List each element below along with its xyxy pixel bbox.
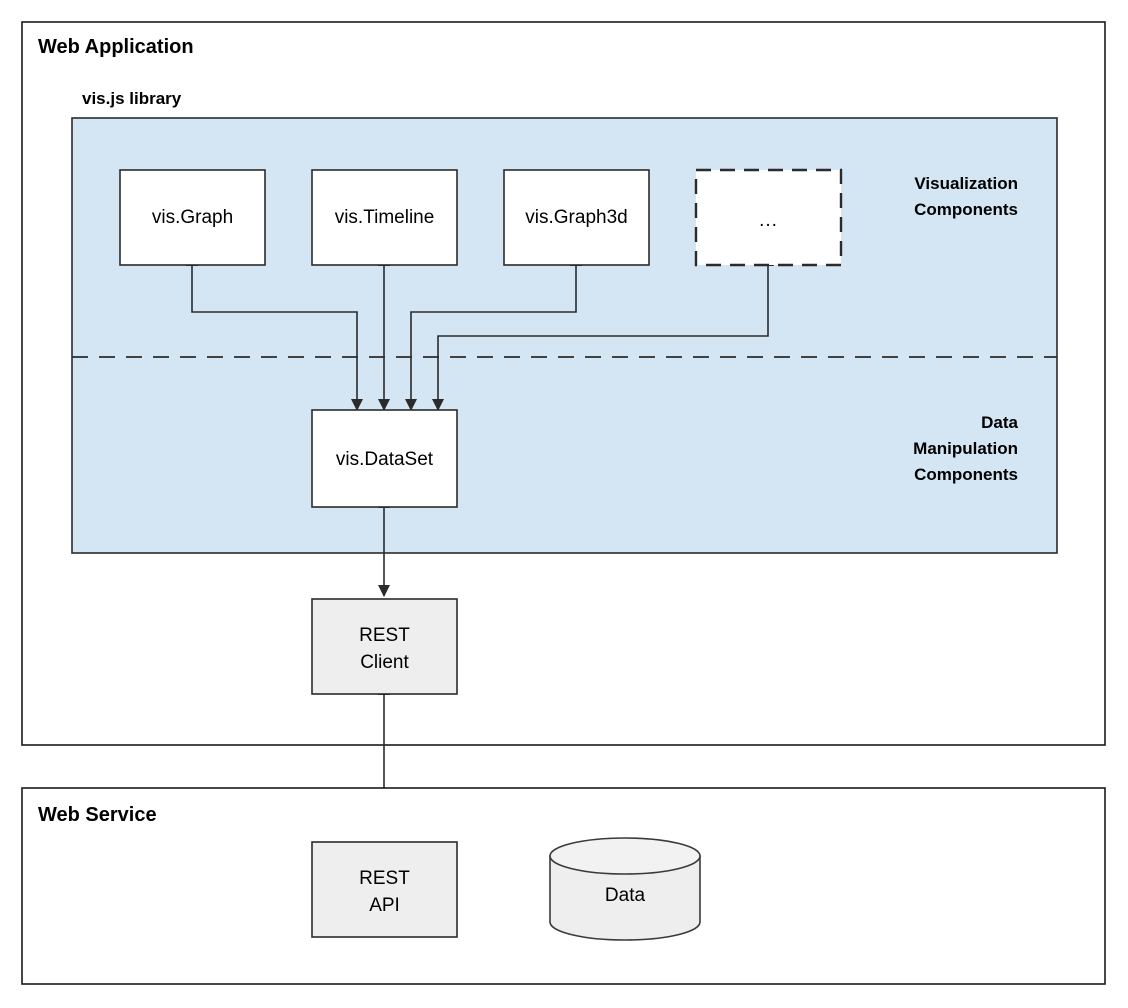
edge-morecomponents-dataset bbox=[432, 254, 774, 411]
data-manipulation-label-line3: Components bbox=[914, 465, 1018, 484]
data-store-top-ellipse bbox=[549, 837, 701, 875]
node-vis-graph3d[interactable]: vis.Graph3d bbox=[503, 169, 650, 266]
data-manipulation-label-line2: Manipulation bbox=[913, 439, 1018, 458]
node-vis-dataset[interactable]: vis.DataSet bbox=[311, 409, 458, 508]
node-rest-api-label-line1: REST bbox=[359, 868, 410, 889]
node-data-store-label: Data bbox=[605, 885, 646, 906]
node-vis-graph[interactable]: vis.Graph bbox=[119, 169, 266, 266]
library-title: vis.js library bbox=[82, 89, 182, 108]
node-vis-timeline[interactable]: vis.Timeline bbox=[311, 169, 458, 266]
visualization-components-label-line2: Components bbox=[914, 200, 1018, 219]
data-manipulation-label-line1: Data bbox=[981, 413, 1018, 432]
edge-visgraph-dataset bbox=[186, 254, 363, 411]
node-vis-graph3d-label: vis.Graph3d bbox=[525, 207, 627, 228]
web-service-title: Web Service bbox=[38, 804, 157, 826]
node-more-components[interactable]: ... bbox=[694, 168, 843, 267]
node-vis-timeline-label: vis.Timeline bbox=[335, 207, 435, 228]
node-vis-graph-label: vis.Graph bbox=[152, 207, 233, 228]
node-rest-client-label-line1: REST bbox=[359, 625, 410, 646]
node-vis-dataset-label: vis.DataSet bbox=[336, 449, 434, 470]
web-application-title: Web Application bbox=[38, 36, 194, 58]
node-data-store[interactable]: Data bbox=[549, 837, 701, 941]
node-rest-client[interactable]: REST Client bbox=[311, 598, 458, 695]
node-rest-api-label-line2: API bbox=[369, 895, 400, 916]
visualization-components-label-line1: Visualization bbox=[914, 174, 1018, 193]
node-rest-client-label-line2: Client bbox=[360, 652, 409, 673]
node-more-components-label: ... bbox=[759, 210, 778, 231]
node-rest-api[interactable]: REST API bbox=[311, 841, 458, 938]
